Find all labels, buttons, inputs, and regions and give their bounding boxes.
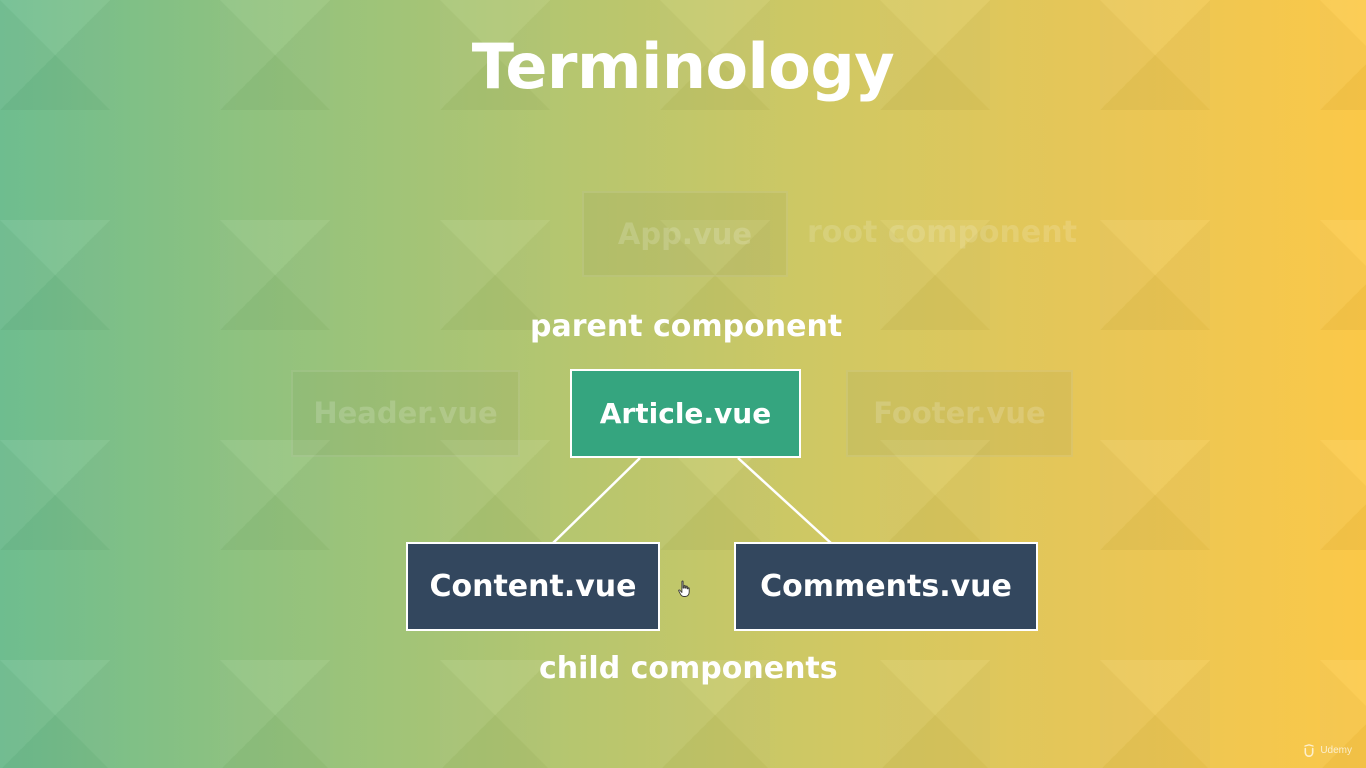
connector-to-content <box>551 457 641 545</box>
connector-to-comments <box>737 457 833 545</box>
parent-component-label: parent component <box>530 309 843 344</box>
app-vue-node: App.vue <box>582 191 788 277</box>
app-vue-text: App.vue <box>617 216 753 251</box>
slide-title: Terminology <box>471 30 895 103</box>
comments-vue-node: Comments.vue <box>734 542 1038 631</box>
content-vue-node: Content.vue <box>406 542 660 631</box>
content-vue-text: Content.vue <box>429 568 637 604</box>
article-vue-node: Article.vue <box>570 369 801 458</box>
header-vue-node: Header.vue <box>291 370 520 457</box>
footer-vue-node: Footer.vue <box>846 370 1073 457</box>
udemy-watermark: Udemy <box>1302 744 1352 758</box>
root-component-label: root component <box>807 215 1077 250</box>
article-vue-text: Article.vue <box>599 396 772 430</box>
udemy-logo-icon <box>1304 744 1315 758</box>
hand-cursor-icon <box>678 580 690 597</box>
header-vue-text: Header.vue <box>313 396 498 430</box>
comments-vue-text: Comments.vue <box>760 568 1012 604</box>
child-components-label: child components <box>539 651 838 686</box>
udemy-watermark-text: Udemy <box>1320 745 1352 756</box>
footer-vue-text: Footer.vue <box>873 396 1046 430</box>
